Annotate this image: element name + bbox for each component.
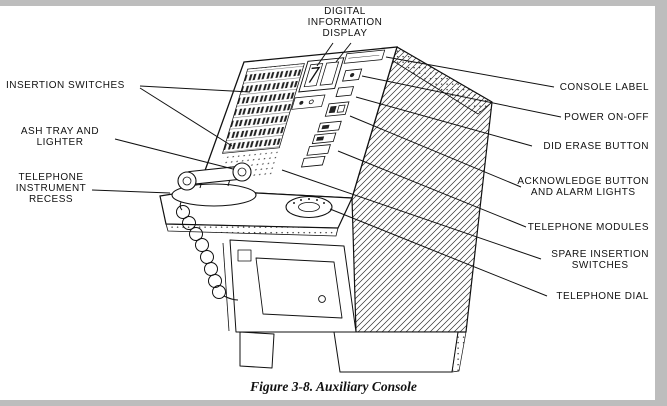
callout-ash-tray-and-lighter: ASH TRAY AND LIGHTER (20, 126, 100, 148)
cabinet-corner-line (222, 242, 230, 332)
console-left-foot (239, 331, 275, 369)
leader-lines (91, 42, 562, 297)
leader-insertion-switches-upper (139, 85, 251, 93)
telephone-cord (176, 201, 239, 301)
leader-ash-tray (114, 138, 234, 170)
console-right-foot (333, 331, 459, 373)
misc-knob (308, 99, 314, 105)
callout-digital-information-display: DIGITAL INFORMATION DISPLAY (307, 6, 383, 39)
console-right-foot-shading (451, 331, 467, 373)
console-body (222, 46, 493, 373)
misc-module (291, 94, 326, 110)
scan-border-bottom (0, 400, 667, 406)
callout-spare-insertion-switches: SPARE INSERTION SWITCHES (551, 249, 649, 271)
telephone-base (171, 183, 257, 207)
leader-telephone-dial (329, 208, 548, 297)
did-erase-button (335, 86, 355, 98)
did-digit-glyph (308, 66, 321, 83)
leader-console-label (385, 56, 555, 88)
misc-knob-dark (299, 100, 304, 105)
callout-console-label: CONSOLE LABEL (559, 82, 649, 93)
callout-did-erase-button: DID ERASE BUTTON (543, 141, 649, 152)
cabinet-front (229, 239, 357, 333)
callout-insertion-switches: INSERTION SWITCHES (6, 80, 125, 91)
scan-border-top (0, 0, 667, 6)
cabinet-door-outline (255, 257, 343, 319)
cabinet-latch-plate (237, 249, 252, 262)
leader-did-erase (355, 96, 533, 147)
did-display-right (319, 61, 340, 86)
insertion-switches-grid (222, 63, 305, 154)
telephone-modules-stack (300, 120, 342, 168)
telephone-dial (285, 195, 333, 219)
power-indicator (349, 73, 355, 78)
leader-did-left (316, 42, 334, 67)
callout-telephone-dial: TELEPHONE DIAL (556, 291, 649, 302)
callout-acknowledge-button-and-alarm-lights: ACKNOWLEDGE BUTTON AND ALARM LIGHTS (517, 176, 649, 198)
control-panel (197, 46, 398, 199)
figure-caption: Figure 3-8. Auxiliary Console (250, 379, 417, 394)
callout-telephone-instrument-recess: TELEPHONE INSTRUMENT RECESS (15, 172, 87, 205)
desk-front-edge (165, 223, 339, 237)
leader-power-on-off (361, 75, 562, 118)
leader-spare-insertion (281, 169, 542, 260)
callout-telephone-modules: TELEPHONE MODULES (527, 222, 649, 233)
acknowledge-button-module (324, 101, 350, 117)
leader-telephone-recess (91, 189, 171, 194)
alarm-light (336, 104, 346, 113)
leader-acknowledge (349, 115, 522, 188)
callout-power-on-off: POWER ON-OFF (564, 112, 649, 123)
leader-did-right (335, 42, 352, 63)
did-display-left (303, 63, 324, 88)
telephone-instrument (171, 162, 257, 301)
cabinet-door-handle (318, 295, 326, 303)
leader-telephone-modules (337, 150, 527, 228)
console-label-plate-line (348, 54, 380, 59)
scan-border-right (655, 0, 667, 406)
alarm-light-lit (328, 105, 337, 114)
leader-insertion-switches-lower (139, 87, 233, 147)
